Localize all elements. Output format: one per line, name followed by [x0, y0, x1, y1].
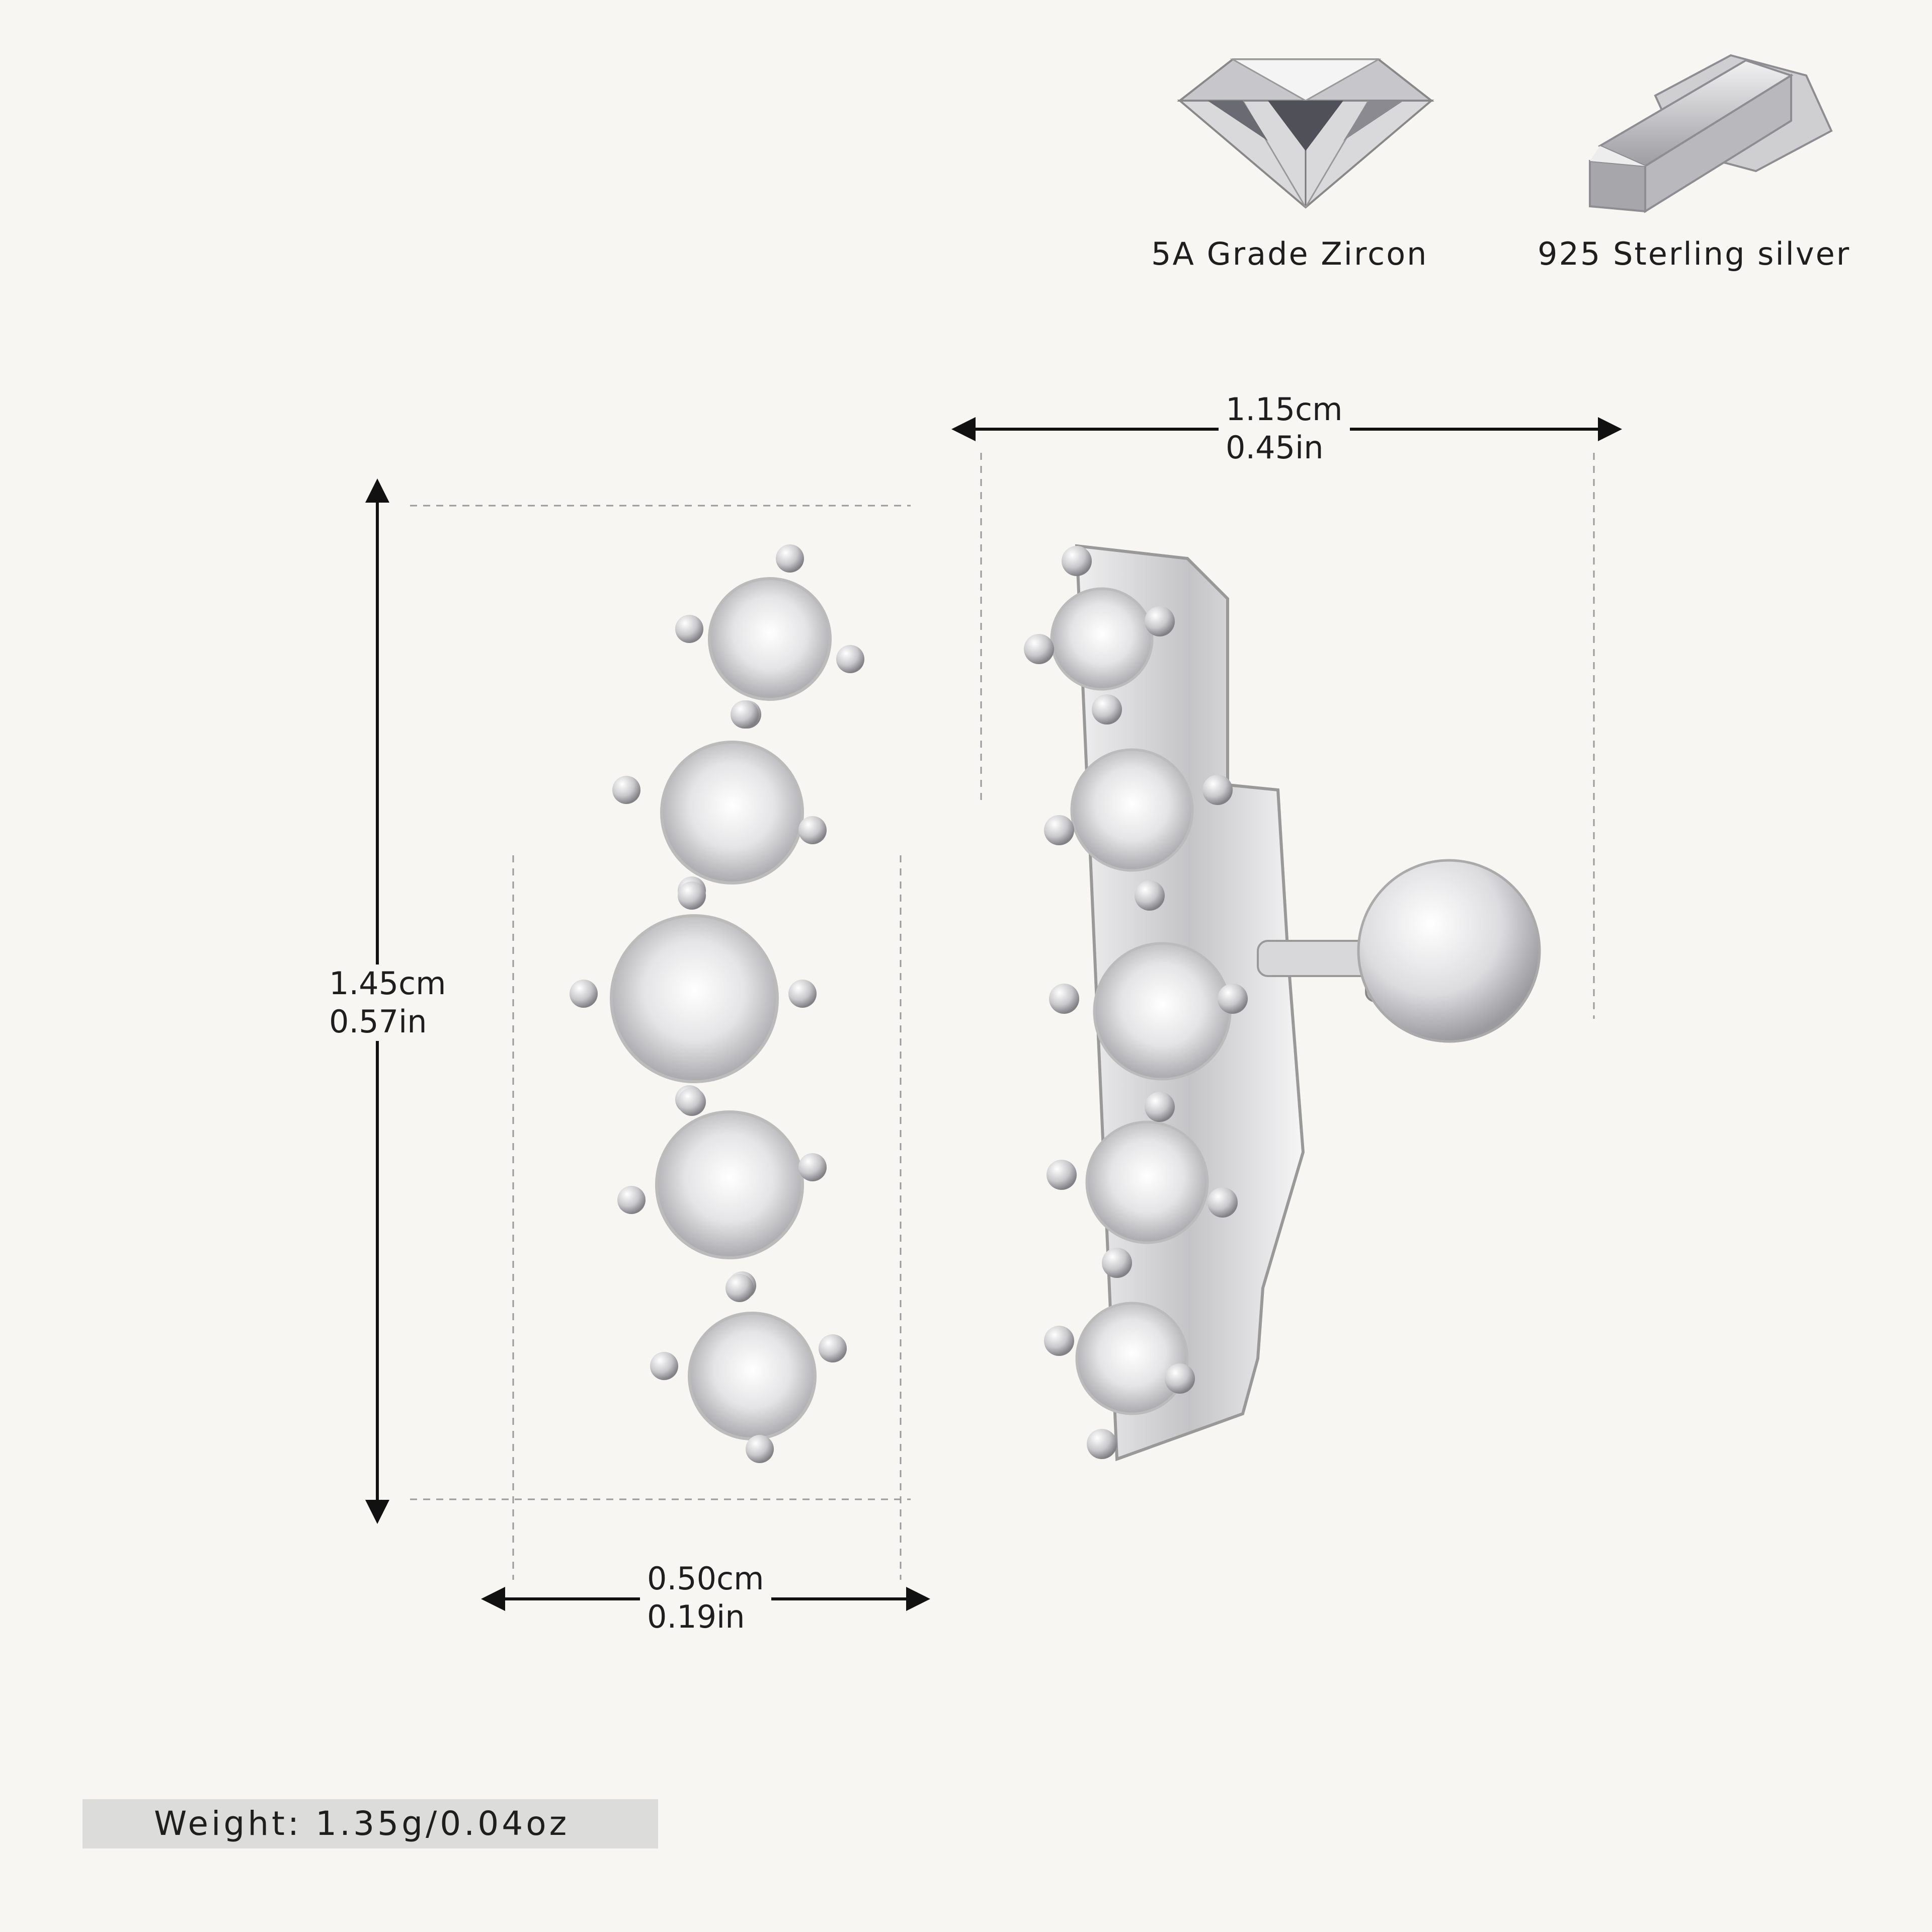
silver-label: 925 Sterling silver — [1538, 235, 1851, 272]
stone-2 — [612, 700, 827, 905]
width-in: 0.45in — [1226, 429, 1324, 466]
height-in: 0.57in — [329, 1003, 427, 1040]
width-label: 1.15cm 0.45in — [1219, 390, 1350, 467]
width-cm: 1.15cm — [1226, 391, 1343, 428]
height-label: 1.45cm 0.57in — [322, 964, 453, 1041]
stone-width-in: 0.19in — [647, 1598, 745, 1635]
zircon-label: 5A Grade Zircon — [1151, 235, 1428, 272]
ball-back — [1357, 859, 1541, 1043]
silver-bars-icon — [1589, 54, 1833, 213]
dimension-guides — [410, 453, 1595, 1580]
stone-width-label: 0.50cm 0.19in — [640, 1560, 771, 1636]
stone-width-cm: 0.50cm — [647, 1560, 764, 1597]
stone-4 — [617, 1088, 827, 1300]
diamond-icon — [1177, 58, 1434, 209]
stone-1 — [675, 544, 864, 729]
earring-front-view — [570, 544, 864, 1463]
weight-bar — [83, 1799, 658, 1848]
stone-5 — [650, 1274, 847, 1463]
stone-3 — [570, 881, 817, 1113]
weight-label: Weight: 1.35g/0.04oz — [154, 1804, 570, 1843]
height-cm: 1.45cm — [329, 965, 446, 1002]
earring-side-view — [1024, 544, 1541, 1462]
